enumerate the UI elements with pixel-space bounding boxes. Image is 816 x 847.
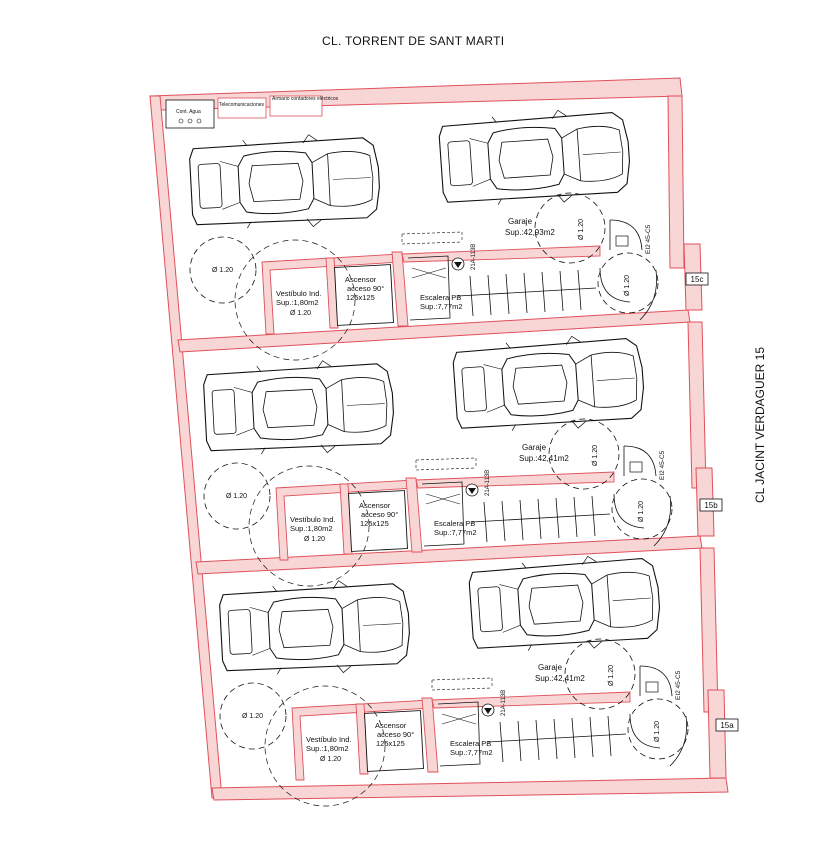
turn-circle-label: Ø 1.20 (592, 445, 599, 466)
electric-meters-label: Armario contadores eléctricos (272, 96, 339, 102)
elevator-size: 125x125 (360, 519, 389, 528)
stair-area: Sup.:7,77m2 (450, 748, 493, 757)
unit-number: 15b (704, 501, 718, 510)
core-walls (291, 691, 631, 781)
turning-circles: Ø 1.20 Ø 1.20 Ø 1.20 (219, 638, 689, 807)
garage-area: Sup.:42,41m2 (519, 454, 569, 463)
stair-label: Escalera PB (450, 739, 491, 748)
elevator-shaft (334, 264, 394, 326)
fire-cabinet-icon (629, 461, 643, 473)
vestibule-area: Sup.:1,80m2 (276, 298, 319, 307)
fire-cabinet-icon (645, 681, 659, 693)
unit-number-box (699, 498, 723, 512)
stair-label: Escalera PB (434, 519, 475, 528)
car-2 (437, 105, 633, 211)
fire-door-label: EI2 45-C5 (645, 224, 652, 254)
staircase (437, 701, 627, 767)
water-meter-label: Cont. Agua (176, 109, 201, 115)
turn-circle-label: Ø 1.20 (638, 501, 645, 522)
water-meter-box (165, 99, 215, 129)
elevator-size: 125x125 (376, 739, 405, 748)
turn-circle-label: Ø 1.20 (226, 493, 247, 500)
elevator-access: acceso 90° (347, 284, 384, 293)
turn-circle-label: Ø 1.20 (654, 721, 661, 742)
extinguisher-label: 21A-113B (485, 470, 491, 496)
door-swings (599, 219, 658, 321)
elevator-shaft (348, 490, 408, 552)
vestibule-name: Vestíbulo Ind. (276, 289, 321, 298)
unit-number: 15a (720, 721, 734, 730)
fire-door-label: EI2 45-C5 (659, 450, 666, 480)
vestibule-area: Sup.:1,80m2 (306, 744, 349, 753)
right-facade (667, 95, 727, 779)
elevator-access: acceso 90° (361, 510, 398, 519)
turn-circle-label: Ø 1.20 (608, 665, 615, 686)
car-1 (202, 356, 396, 460)
unit-number-box (715, 718, 739, 732)
turn-circle-label: Ø 1.20 (242, 713, 263, 720)
turn-circle-label: Ø 1.20 (624, 275, 631, 296)
garage-name: Garaje (538, 663, 563, 672)
extinguisher-label: 21A-113B (471, 244, 477, 270)
door-swings (613, 445, 672, 547)
elevator-label: Ascensor (375, 721, 407, 730)
car-2 (467, 551, 663, 657)
unit-number: 15c (691, 275, 704, 284)
turn-circle-label: Ø 1.20 (578, 219, 585, 240)
fire-cabinet-icon (615, 235, 629, 247)
garage-name: Garaje (508, 217, 533, 226)
car-1 (218, 576, 412, 680)
door-swings (629, 665, 688, 767)
electric-meters-box (269, 95, 323, 117)
elevator-size: 125x125 (346, 293, 375, 302)
vestibule-name: Vestíbulo Ind. (290, 515, 335, 524)
stair-label: Escalera PB (420, 293, 461, 302)
elevator-label: Ascensor (359, 501, 391, 510)
vestibule-name: Vestíbulo Ind. (306, 735, 351, 744)
vestibule-diameter: Ø 1.20 (304, 536, 325, 543)
extinguisher-label: 21A-113B (501, 690, 507, 716)
staircase (421, 481, 611, 547)
stair-area: Sup.:7,77m2 (434, 528, 477, 537)
staircase (407, 255, 597, 321)
telecom-label: Telecomunicaciones (219, 102, 265, 108)
turn-circle-label: Ø 1.20 (212, 267, 233, 274)
wall-bottom (211, 777, 729, 801)
turning-circles: Ø 1.20 Ø 1.20 Ø 1.20 (189, 192, 659, 361)
turning-circles: Ø 1.20 Ø 1.20 Ø 1.20 (203, 418, 673, 587)
utility-cabinets: Cont. Agua Telecomunicaciones Armario co… (165, 95, 339, 129)
elevator-label: Ascensor (345, 275, 377, 284)
vestibule-diameter: Ø 1.20 (320, 756, 341, 763)
car-2 (451, 331, 647, 437)
garage-area: Sup.:42,41m2 (535, 674, 585, 683)
unit-number-box (685, 272, 709, 286)
vestibule-area: Sup.:1,80m2 (290, 524, 333, 533)
elevator-shaft (364, 710, 424, 772)
fire-door-label: EI2 45-C5 (675, 670, 682, 700)
stair-area: Sup.:7,77m2 (420, 302, 463, 311)
core-walls (261, 245, 601, 335)
telecom-box (217, 97, 267, 119)
vestibule-diameter: Ø 1.20 (290, 310, 311, 317)
car-1 (188, 130, 382, 234)
street-name-top: CL. TORRENT DE SANT MARTI (322, 34, 505, 48)
elevator-access: acceso 90° (377, 730, 414, 739)
garage-name: Garaje (522, 443, 547, 452)
garage-area: Sup.:42,93m2 (505, 228, 555, 237)
